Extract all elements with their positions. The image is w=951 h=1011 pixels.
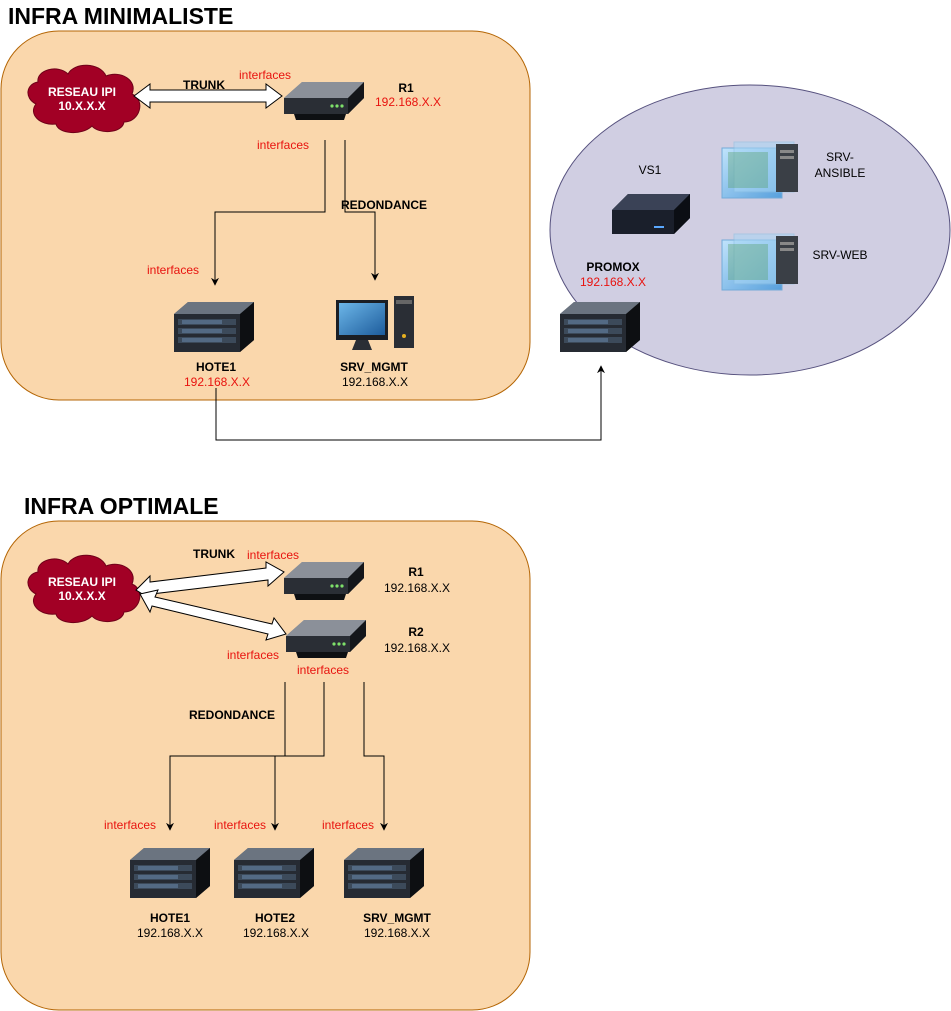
minimal-trunk-label: TRUNK (183, 78, 225, 92)
minimal-link-hote1-proxmox (215, 365, 605, 441)
optimal-r2-name: R2 (408, 625, 424, 639)
srv-ansible-vm-icon (721, 141, 799, 199)
optimal-if-r1: interfaces (247, 548, 299, 562)
minimal-hote1-server-icon (174, 302, 254, 352)
srv-web-vm-icon (721, 233, 799, 291)
optimal-if-hote2: interfaces (214, 818, 266, 832)
minimal-if-r1-top: interfaces (239, 68, 291, 82)
optimal-hote1-server-icon (130, 848, 210, 898)
optimal-trunk-arrow-r2 (139, 589, 287, 641)
minimal-srvmgmt-computer-icon (336, 296, 414, 350)
optimal-srvmgmt-ip: 192.168.X.X (364, 926, 430, 940)
minimal-srvmgmt-name: SRV_MGMT (340, 360, 408, 374)
optimal-trunk-label: TRUNK (193, 547, 235, 561)
optimal-title: INFRA OPTIMALE (24, 493, 219, 519)
optimal-r1-name: R1 (408, 565, 424, 579)
minimal-r1-name: R1 (398, 81, 414, 95)
srv-ansible-line2: ANSIBLE (815, 166, 866, 180)
optimal-hote2-server-icon (234, 848, 314, 898)
srv-ansible-line1: SRV- (826, 150, 854, 164)
minimal-link-r1-srvmgmt (344, 140, 379, 281)
optimal-r1-ip: 192.168.X.X (384, 581, 450, 595)
optimal-hote1-ip: 192.168.X.X (137, 926, 203, 940)
optimal-cloud-line2: 10.X.X.X (58, 589, 105, 603)
proxmox-vs1-switch-icon (612, 194, 690, 234)
proxmox-vs1-label: VS1 (639, 163, 662, 177)
optimal-srvmgmt-name: SRV_MGMT (363, 911, 431, 925)
optimal-if-hote1: interfaces (104, 818, 156, 832)
minimal-hote1-ip: 192.168.X.X (184, 375, 250, 389)
proxmox-ip: 192.168.X.X (580, 275, 646, 289)
minimal-trunk-arrow (133, 83, 283, 109)
optimal-if-r2-bottom: interfaces (297, 663, 349, 677)
optimal-cloud-line1: RESEAU IPI (48, 575, 116, 589)
minimal-if-hote1: interfaces (147, 263, 199, 277)
proxmox-server-icon (560, 302, 640, 352)
optimal-srvmgmt-server-icon (344, 848, 424, 898)
minimal-redondance-label: REDONDANCE (341, 198, 427, 212)
minimal-srvmgmt-ip: 192.168.X.X (342, 375, 408, 389)
minimal-title: INFRA MINIMALISTE (8, 3, 233, 29)
minimal-cloud-line1: RESEAU IPI (48, 85, 116, 99)
minimal-cloud-icon (27, 64, 141, 133)
optimal-link-hote1 (166, 682, 286, 831)
optimal-link-srvmgmt (363, 682, 388, 831)
proxmox-name: PROMOX (586, 260, 639, 274)
optimal-if-srv: interfaces (322, 818, 374, 832)
minimal-hote1-name: HOTE1 (196, 360, 236, 374)
optimal-if-r2-left: interfaces (227, 648, 279, 662)
minimal-cloud-line2: 10.X.X.X (58, 99, 105, 113)
minimal-if-r1-bottom: interfaces (257, 138, 309, 152)
optimal-hote2-ip: 192.168.X.X (243, 926, 309, 940)
optimal-cloud-icon (27, 554, 141, 623)
optimal-hote1-name: HOTE1 (150, 911, 190, 925)
srv-web-label: SRV-WEB (812, 248, 867, 262)
optimal-link-hote2 (271, 682, 325, 831)
optimal-redondance-label: REDONDANCE (189, 708, 275, 722)
optimal-hote2-name: HOTE2 (255, 911, 295, 925)
minimal-r1-ip: 192.168.X.X (375, 95, 441, 109)
proxmox-zone (549, 84, 951, 376)
minimal-link-r1-hote1 (211, 140, 326, 286)
optimal-r2-ip: 192.168.X.X (384, 641, 450, 655)
